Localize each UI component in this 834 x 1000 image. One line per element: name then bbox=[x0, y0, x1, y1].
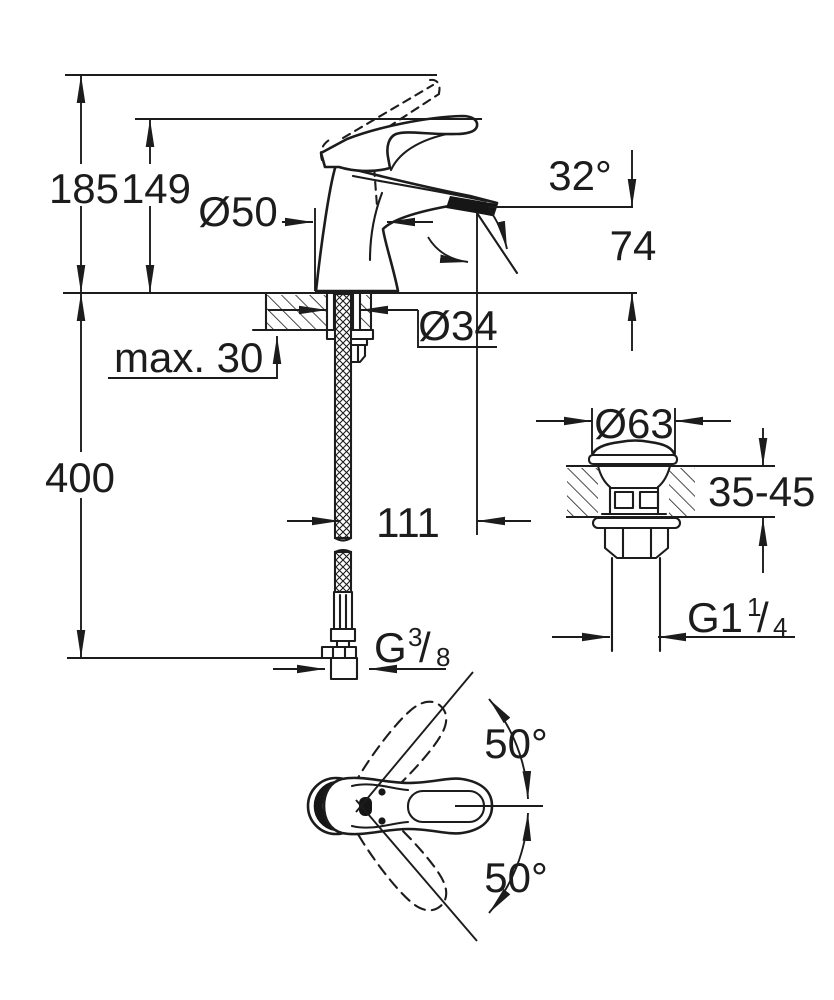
waste-dome-cap bbox=[590, 439, 677, 457]
cartridge-hidden-line bbox=[370, 138, 379, 208]
dim-swivel-angles: 50° 50° bbox=[355, 671, 548, 942]
dim-spray-angle: 32° bbox=[427, 152, 633, 275]
dim-supply-thread: G 3 / 8 bbox=[273, 622, 450, 674]
label-waste-thread-prefix: G1 bbox=[687, 594, 743, 641]
handle-dot-top bbox=[378, 788, 386, 796]
label-handle-height: 149 bbox=[121, 165, 191, 212]
reference-lines bbox=[63, 74, 637, 659]
label-waste-thread-denominator: 4 bbox=[773, 612, 787, 642]
handle-dot-bottom bbox=[378, 817, 386, 825]
dim-overall-height: 185 bbox=[49, 75, 119, 293]
deck-hatch-left bbox=[266, 295, 326, 329]
label-waste-deck-range: 35-45 bbox=[708, 468, 815, 515]
aerator bbox=[446, 196, 497, 216]
label-supply-thread-prefix: G bbox=[374, 624, 407, 671]
label-waste-thread-slash: / bbox=[757, 594, 769, 641]
dim-waste-deck-range: 35-45 bbox=[708, 428, 815, 573]
faucet-body bbox=[314, 160, 499, 293]
dim-outlet-height: 74 bbox=[610, 150, 657, 351]
side-view-faucet bbox=[314, 78, 499, 293]
dim-hole-diameter: Ø34 bbox=[268, 302, 498, 349]
label-supply-thread-numerator: 3 bbox=[408, 622, 422, 652]
dim-outlet-reach: 111 bbox=[287, 499, 531, 546]
waste-tailpipe bbox=[610, 556, 662, 653]
dim-handle-height: 149 bbox=[121, 119, 191, 293]
waste-body bbox=[596, 464, 672, 516]
body-inner-curve bbox=[368, 191, 384, 262]
handle-dashed-down bbox=[352, 806, 448, 912]
handle-lever bbox=[319, 114, 479, 173]
waste-deck-hatch-right bbox=[669, 468, 695, 516]
dim-body-diameter: Ø50 bbox=[198, 188, 433, 235]
spout-throat-curve bbox=[389, 130, 460, 172]
spout-collar-line bbox=[351, 174, 488, 203]
label-supply-thread-denominator: 8 bbox=[436, 642, 450, 672]
supply-hose bbox=[320, 292, 359, 681]
label-outlet-reach: 111 bbox=[376, 499, 440, 546]
top-view-handle bbox=[306, 700, 494, 912]
label-spray-angle: 32° bbox=[548, 152, 612, 199]
label-supply-thread-slash: / bbox=[419, 624, 431, 671]
waste-cap-brim bbox=[587, 453, 679, 466]
handle-dashed-up bbox=[352, 700, 448, 806]
label-swivel-upper: 50° bbox=[484, 720, 548, 767]
waste-valve-view bbox=[566, 439, 775, 653]
label-waste-cap-diameter: Ø63 bbox=[594, 400, 673, 447]
label-waste-thread-numerator: 1 bbox=[747, 592, 761, 622]
waste-hex-nut bbox=[603, 526, 670, 560]
label-body-diameter: Ø50 bbox=[198, 188, 277, 235]
deck-hatch-right bbox=[361, 295, 371, 329]
dim-waste-cap-diameter: Ø63 bbox=[536, 400, 731, 454]
dim-waste-thread: G1 1 / 4 bbox=[552, 592, 795, 642]
label-max-deck: max. 30 bbox=[114, 334, 263, 381]
label-outlet-height: 74 bbox=[610, 222, 657, 269]
label-overall-height: 185 bbox=[49, 165, 119, 212]
label-hose-length: 400 bbox=[45, 454, 115, 501]
label-hole-diameter: Ø34 bbox=[418, 302, 497, 349]
label-swivel-lower: 50° bbox=[484, 854, 548, 901]
waste-washer bbox=[591, 516, 682, 530]
handle-pill bbox=[359, 797, 372, 816]
waste-deck-hatch-left bbox=[567, 468, 598, 516]
dim-max-deck: max. 30 bbox=[108, 334, 282, 381]
dim-hose-length: 400 bbox=[45, 293, 115, 658]
